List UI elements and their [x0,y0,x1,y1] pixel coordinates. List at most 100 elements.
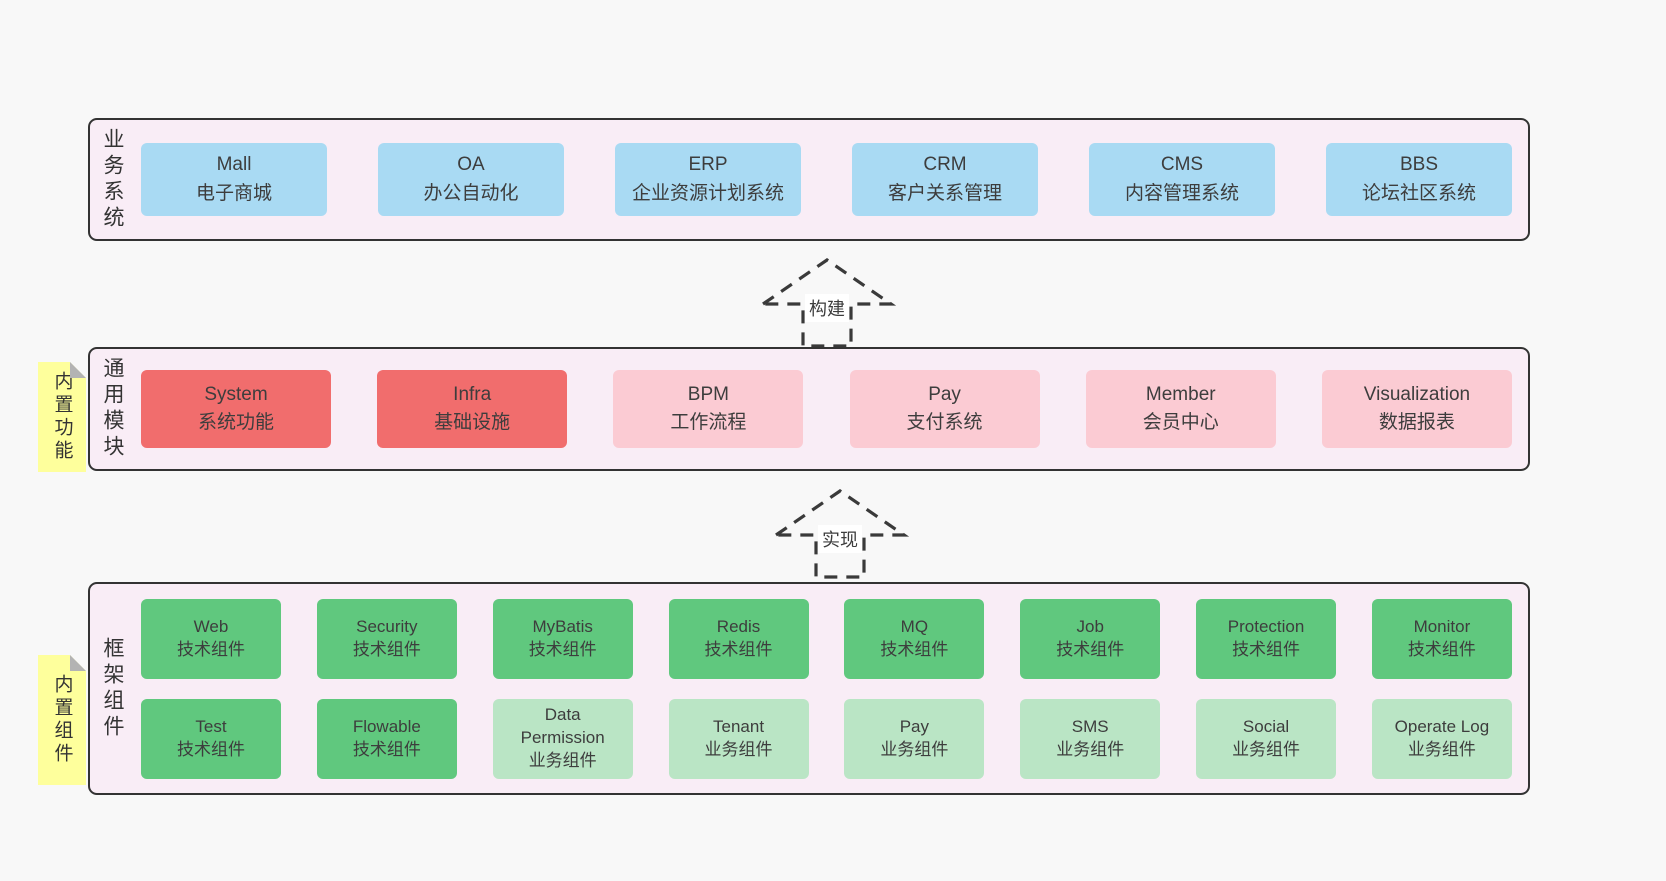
box-subtitle: 数据报表 [1378,412,1455,433]
box-subtitle: 技术组件 [1232,639,1301,659]
component-box-mq: MQ 技术组件 [844,598,985,679]
business-boxes-row: Mall 电子商城 OA 办公自动化 ERP 企业资源计划系统 CRM 客户关系… [129,143,1528,216]
component-box-monitor: Monitor 技术组件 [1371,598,1512,679]
box-name: Protection [1227,616,1305,636]
box-name: Member [1145,383,1216,405]
module-box-pay: Pay 支付系统 [849,370,1040,448]
box-subtitle: 业务组件 [528,750,597,770]
box-subtitle: 支付系统 [906,412,983,433]
component-box-pay: Pay 业务组件 [844,698,985,779]
system-box-crm: CRM 客户关系管理 [852,143,1038,216]
system-box-mall: Mall 电子商城 [141,143,327,216]
box-name: Test [195,716,227,736]
box-name: Visualization [1363,383,1471,405]
component-box-redis: Redis 技术组件 [668,598,809,679]
box-subtitle: 技术组件 [352,639,421,659]
box-name: Web [193,616,229,636]
component-box-web: Web 技术组件 [141,598,281,679]
box-name: MQ [900,616,929,636]
component-box-sms: SMS 业务组件 [1020,698,1161,779]
box-name: Infra [453,383,492,405]
system-box-erp: ERP 企业资源计划系统 [615,143,801,216]
component-rows: Web 技术组件 Security 技术组件 MyBatis 技术组件 Redi… [129,598,1528,779]
band-framework-components: 框架组件 Web 技术组件 Security 技术组件 MyBatis 技术组件… [88,582,1530,795]
component-box-job: Job 技术组件 [1020,598,1161,679]
arrow-label: 实现 [818,525,862,554]
component-box-security: Security 技术组件 [316,598,457,679]
box-name: Tenant [713,716,765,736]
box-subtitle: 技术组件 [177,739,245,759]
box-name: Job [1076,616,1104,636]
component-box-tenant: Tenant 业务组件 [668,698,809,779]
box-name: System [204,383,268,405]
box-subtitle: 内容管理系统 [1124,182,1239,204]
box-name: Pay [899,716,930,736]
box-name: CMS [1160,154,1204,175]
module-box-member: Member 会员中心 [1085,370,1276,448]
box-name: Social [1242,716,1290,736]
box-subtitle: 系统功能 [197,412,274,433]
band-common-modules: 通用模块 System 系统功能 Infra 基础设施 BPM 工作流程 Pay… [88,347,1530,471]
box-subtitle: 业务组件 [880,739,949,759]
component-box-flowable: Flowable 技术组件 [316,698,457,779]
box-subtitle: 基础设施 [434,412,511,433]
component-row-2: Test 技术组件 Flowable 技术组件 Data Permission … [141,698,1512,779]
box-name: CRM [923,154,967,175]
box-name: BPM [687,383,729,405]
box-subtitle: 业务组件 [704,739,773,759]
module-box-bpm: BPM 工作流程 [613,370,804,448]
box-subtitle: 会员中心 [1142,412,1219,433]
box-name: ERP [688,154,728,175]
box-name: Flowable [352,716,421,736]
arrow-up-icon [770,489,910,579]
sticky-note-built-in-components: 内置组件 [38,655,86,785]
box-subtitle: 企业资源计划系统 [631,182,784,204]
box-subtitle: 技术组件 [352,739,421,759]
box-subtitle: 客户关系管理 [887,182,1002,204]
arrow-up-icon [757,258,897,348]
component-box-mybatis: MyBatis 技术组件 [492,598,633,679]
box-subtitle: 技术组件 [880,639,949,659]
box-subtitle: 技术组件 [1056,639,1125,659]
component-box-test: Test 技术组件 [141,698,281,779]
system-box-oa: OA 办公自动化 [378,143,564,216]
box-subtitle: 技术组件 [1407,639,1476,659]
box-subtitle: 电子商城 [195,182,272,204]
box-subtitle: 业务组件 [1056,739,1125,759]
system-box-cms: CMS 内容管理系统 [1089,143,1275,216]
band-business-systems: 业务系统 Mall 电子商城 OA 办公自动化 ERP 企业资源计划系统 CRM… [88,118,1530,241]
module-box-infra: Infra 基础设施 [377,370,568,448]
band-label: 通用模块 [101,357,124,461]
arrow-label: 构建 [805,294,849,323]
box-name: BBS [1399,154,1439,175]
component-box-protection: Protection 技术组件 [1196,598,1337,679]
box-subtitle: 工作流程 [670,412,747,433]
box-subtitle: 业务组件 [1232,739,1301,759]
component-box-data-permission: Data Permission 业务组件 [492,698,633,779]
arrow-implement: 实现 [770,487,910,579]
module-box-visualization: Visualization 数据报表 [1321,370,1512,448]
box-subtitle: 技术组件 [704,639,773,659]
box-subtitle: 业务组件 [1407,739,1476,759]
box-name: Pay [928,383,961,405]
box-name: Redis [716,616,761,636]
box-name: OA [457,154,485,175]
box-name: Operate Log [1394,716,1490,736]
box-subtitle: 技术组件 [177,639,245,659]
box-name: Monitor [1413,616,1471,636]
box-name: Data Permission [520,705,605,748]
sticky-label: 内置组件 [51,674,73,766]
band-label: 业务系统 [101,127,124,232]
box-name: SMS [1071,716,1109,736]
module-boxes-row: System 系统功能 Infra 基础设施 BPM 工作流程 Pay 支付系统… [129,370,1528,448]
band-label: 框架组件 [101,636,124,741]
box-name: Security [356,616,418,636]
box-subtitle: 技术组件 [528,639,597,659]
component-box-social: Social 业务组件 [1196,698,1337,779]
arrow-build: 构建 [757,256,897,348]
box-subtitle: 论坛社区系统 [1361,182,1476,204]
system-box-bbs: BBS 论坛社区系统 [1326,143,1512,216]
sticky-label: 内置功能 [51,371,73,463]
sticky-note-built-in-features: 内置功能 [38,362,86,472]
